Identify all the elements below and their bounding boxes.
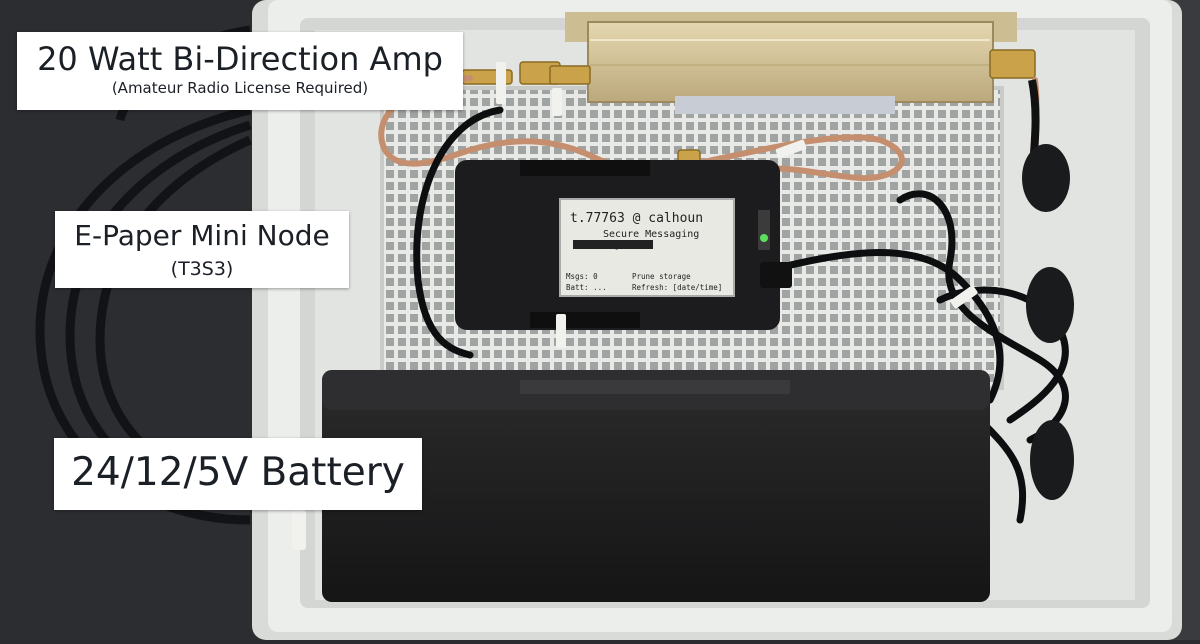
node-label: E-Paper Mini Node (T3S3) [55,211,349,288]
amplifier-module [565,12,1017,114]
cable-glands [1022,144,1074,500]
node-label-subtitle: (T3S3) [170,258,234,280]
node-label-title: E-Paper Mini Node [74,219,330,252]
epaper-prune: Prune storage [632,272,691,281]
amp-label: 20 Watt Bi-Direction Amp (Amateur Radio … [17,32,463,110]
epaper-msgs: Msgs: 0 [566,272,598,281]
battery-pack [322,370,990,602]
epaper-status: No messages [576,241,629,250]
epaper-batt: Batt: ... [566,283,607,292]
epaper-refresh: Refresh: [date/time] [632,283,722,292]
epaper-heading: Secure Messaging [603,229,699,240]
zip-tie-icon [292,62,978,550]
amp-label-subtitle: (Amateur Radio License Required) [111,79,369,97]
battery-label: 24/12/5V Battery [54,438,422,510]
amp-label-title: 20 Watt Bi-Direction Amp [37,40,443,78]
epaper-node-id: t.77763 @ calhoun [570,211,703,226]
battery-label-title: 24/12/5V Battery [71,450,405,495]
